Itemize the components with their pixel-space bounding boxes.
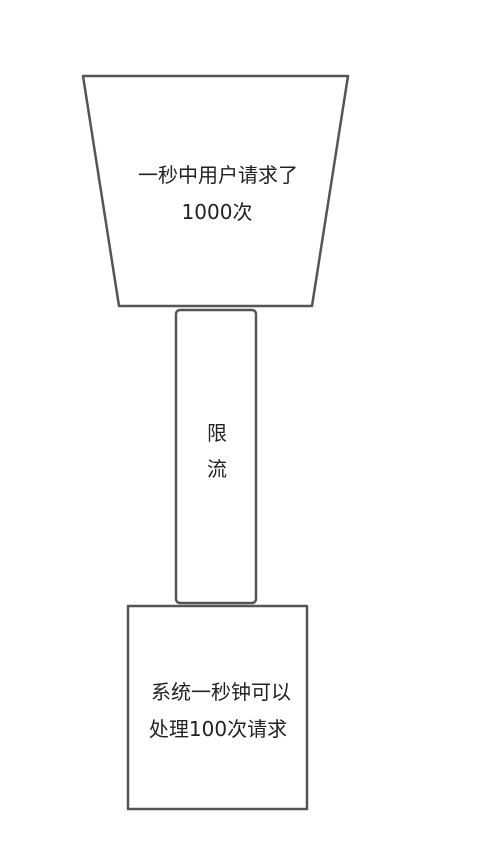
system-label-line2: 处理100次请求	[149, 717, 287, 741]
rate-limit-node: 限 流	[174, 308, 258, 605]
system-node: 系统一秒钟可以 处理100次请求	[126, 604, 309, 811]
requests-label-line2: 1000次	[182, 200, 253, 224]
rate-limit-pipe-shape	[174, 308, 258, 605]
system-box-shape	[126, 604, 309, 811]
requests-funnel-shape	[81, 74, 350, 308]
rate-limit-label-line2: 流	[207, 457, 227, 481]
requests-label-line1: 一秒中用户请求了	[138, 163, 298, 187]
system-label-line1: 系统一秒钟可以	[151, 680, 291, 704]
rate-limit-label-line1: 限	[207, 421, 227, 445]
requests-node: 一秒中用户请求了 1000次	[81, 74, 350, 308]
